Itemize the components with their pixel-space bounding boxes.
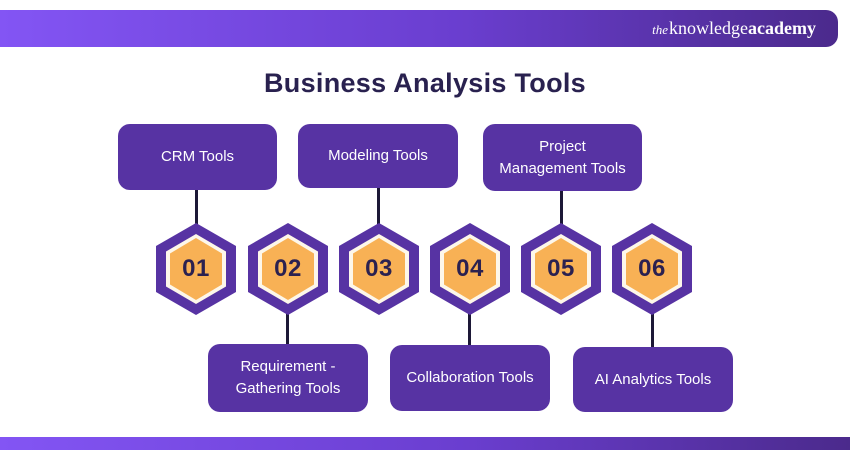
label-box-crm-tools: CRM Tools: [118, 124, 277, 190]
header-bar: theknowledgeacademy: [0, 10, 838, 47]
hexagon-step-03: 03: [339, 223, 419, 315]
step-number: 05: [547, 255, 575, 282]
label-box-collaboration-tools: Collaboration Tools: [390, 345, 550, 411]
page-title: Business Analysis Tools: [263, 68, 586, 98]
label-box-requirement-gathering-tools: Requirement - Gathering Tools: [208, 344, 368, 412]
step-number: 01: [182, 255, 210, 282]
connector-line-03: [377, 186, 380, 228]
footer-bar: [0, 437, 850, 450]
hexagon-fill: 01: [170, 238, 222, 300]
hexagon-step-04: 04: [430, 223, 510, 315]
hexagon-step-02: 02: [248, 223, 328, 315]
label-box-modeling-tools: Modeling Tools: [298, 124, 458, 188]
label-box-project-management-tools: Project Management Tools: [483, 124, 642, 191]
connector-line-02: [286, 305, 289, 346]
step-number: 02: [274, 255, 302, 282]
logo-word-academy: academy: [748, 18, 816, 38]
step-number: 06: [638, 255, 666, 282]
step-number: 04: [456, 255, 484, 282]
hexagon-fill: 06: [626, 238, 678, 300]
hexagon-step-01: 01: [156, 223, 236, 315]
connector-line-04: [468, 305, 471, 347]
hexagon-step-05: 05: [521, 223, 601, 315]
connector-line-05: [560, 189, 563, 228]
connector-line-01: [195, 188, 198, 228]
connector-line-06: [651, 305, 654, 350]
logo-word-the: the: [652, 22, 669, 37]
step-number: 03: [365, 255, 393, 282]
label-box-ai-analytics-tools: AI Analytics Tools: [573, 347, 733, 412]
hexagon-fill: 05: [535, 238, 587, 300]
brand-logo: theknowledgeacademy: [652, 18, 816, 39]
hexagon-step-06: 06: [612, 223, 692, 315]
logo-word-knowledge: knowledge: [669, 18, 749, 38]
